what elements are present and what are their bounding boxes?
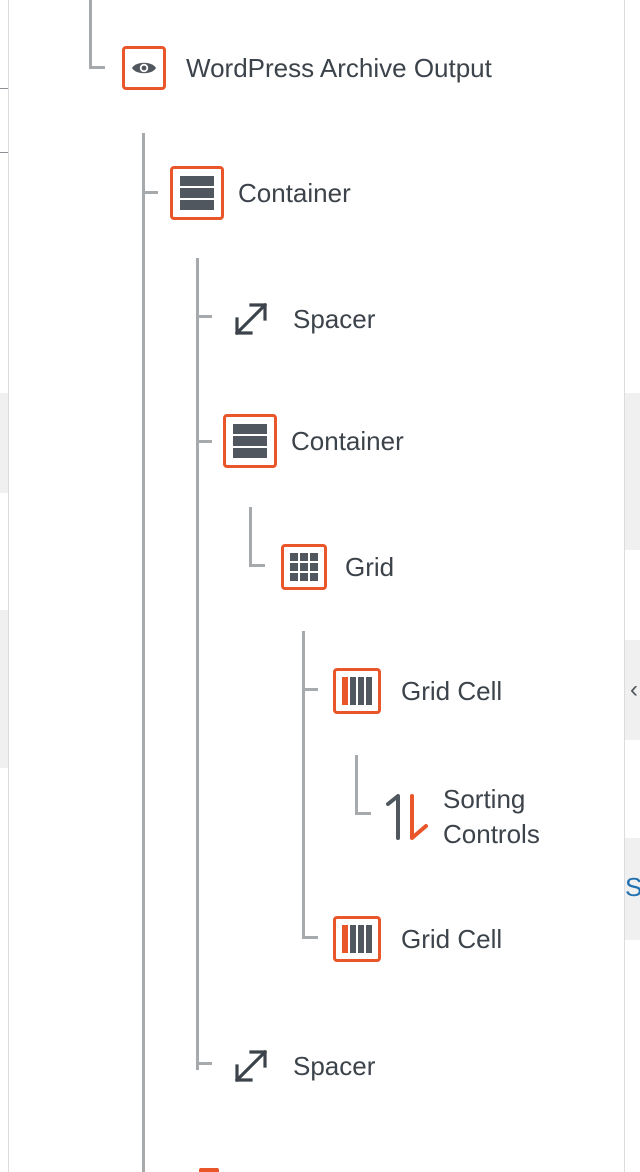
background-divider [0,88,8,89]
tree-connector [89,66,105,69]
tree-node-grid[interactable]: Grid [281,544,394,590]
tree-node-container[interactable]: Container [170,166,351,220]
tree-connector [302,631,305,939]
tree-node-label: WordPress Archive Output [186,52,492,83]
background-band [625,640,640,740]
resize-arrow-icon [227,295,275,343]
background-band [0,610,8,768]
tree-connector [142,191,158,194]
tree-connector [302,688,318,691]
tree-node-grid-cell[interactable]: Grid Cell [333,668,502,714]
background-chevron: ‹ [630,676,638,703]
tree-connector [196,315,212,318]
background-left-edge [0,0,9,1172]
structure-tree-panel: WordPress Archive Output Container [9,0,623,1172]
tree-node-sorting-controls[interactable]: Sorting Controls [383,782,593,852]
tree-node-label: Grid Cell [401,675,503,706]
tree-connector [196,440,212,443]
tree-node-grid-cell[interactable]: Grid Cell [333,916,502,962]
tree-connector [89,0,92,68]
background-link[interactable]: S [625,872,640,902]
grid-cell-icon [333,668,381,714]
tree-node-label: Spacer [293,303,376,334]
tree-node-archive-output[interactable]: WordPress Archive Output [122,46,492,90]
background-band [0,393,8,493]
tree-node-spacer[interactable]: Spacer [227,295,375,343]
tree-connector [302,936,318,939]
tree-node-spacer[interactable]: Spacer [227,1042,375,1090]
tree-node-container[interactable]: Container [223,414,404,468]
tree-connector [249,564,265,567]
eye-icon [122,46,166,90]
grid-cell-icon [333,916,381,962]
background-band [625,393,640,550]
tree-connector [196,258,199,1070]
resize-arrow-icon [227,1042,275,1090]
tree-node-label: Sorting Controls [443,784,540,849]
background-right-edge [624,0,640,1172]
container-rows-icon [223,414,277,468]
tree-node-label: Spacer [293,1050,376,1081]
background-band [625,838,640,940]
tree-connector [355,755,358,815]
sort-arrows-icon [383,792,429,842]
tree-node-label: Grid Cell [401,923,503,954]
container-rows-icon [170,166,224,220]
tree-node-partial [199,1168,219,1172]
tree-connector [142,133,145,1172]
tree-node-label: Grid [345,551,395,582]
tree-node-label: Container [238,177,351,208]
grid-icon [281,544,327,590]
tree-node-label: Container [291,425,404,456]
tree-connector [196,1062,212,1065]
background-divider [0,152,8,153]
tree-connector [355,812,371,815]
tree-connector [249,507,252,567]
